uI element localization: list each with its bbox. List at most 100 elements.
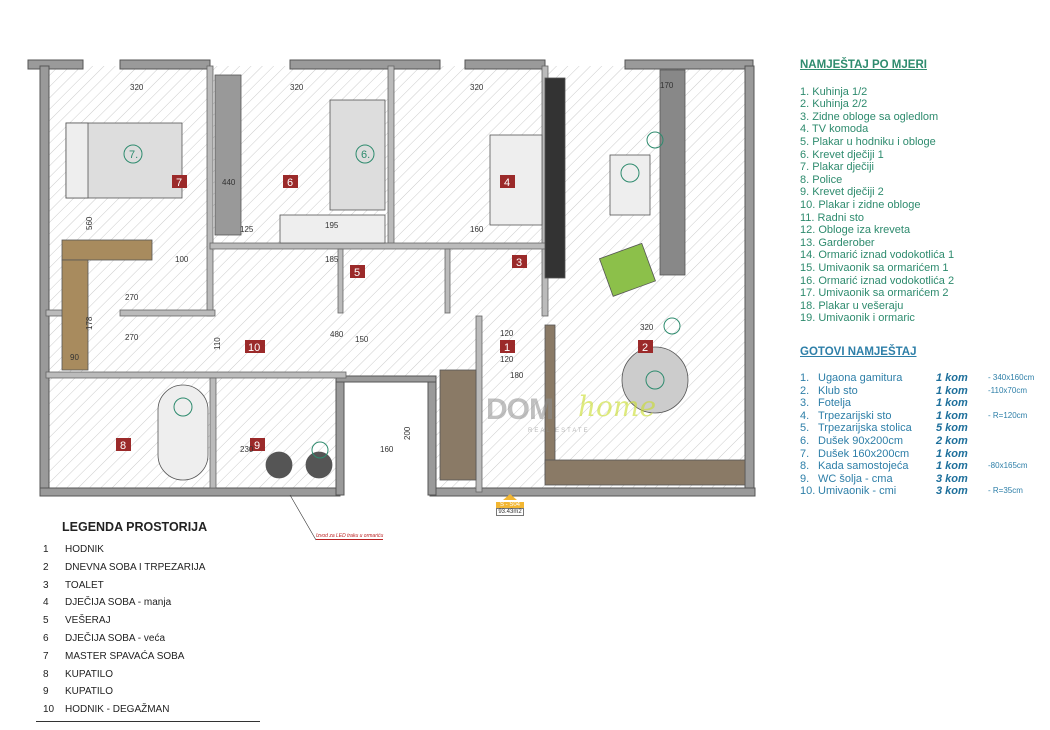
- marker-6: 6.: [361, 149, 370, 161]
- wardrobe-10: [214, 74, 242, 236]
- custom-furniture-item: 17. Umivaonik sa ormarićem 2: [800, 287, 949, 300]
- watermark-logo: DOM: [486, 393, 554, 426]
- ready-furniture-item: 1. Ugaona gamitura 1 kom - 340x160cm: [800, 372, 1034, 385]
- dimension-label: 320: [290, 83, 304, 92]
- room-badge-8: 8: [120, 440, 126, 452]
- ready-furniture-n: 3.: [800, 397, 810, 410]
- dimension-label: 320: [470, 83, 484, 92]
- dimension-label: 160: [380, 445, 394, 454]
- legend-room: 3 TOALET: [40, 577, 207, 595]
- dimension-label: 120: [500, 329, 514, 338]
- coffee-table: [609, 154, 651, 216]
- ready-furniture-n: 6.: [800, 434, 810, 447]
- ready-furniture-qty: 3 kom: [936, 485, 968, 498]
- dimension-label: 440: [222, 178, 236, 187]
- legend-room-number: 7: [43, 650, 49, 662]
- ready-furniture-name: Fotelja: [818, 397, 852, 410]
- custom-furniture-item: 2. Kuhinja 2/2: [800, 98, 868, 111]
- dimension-label: 200: [403, 426, 412, 440]
- ready-furniture-name: Umivaonik - cmi: [818, 485, 897, 498]
- custom-furniture-title: NAMJEŠTAJ PO MJERI: [800, 59, 927, 71]
- child-bed-6: [489, 134, 543, 226]
- dimension-label: 160: [470, 225, 484, 234]
- area-value: 93.43m2: [496, 508, 524, 516]
- ready-furniture-n: 7.: [800, 447, 810, 460]
- desk: [279, 214, 386, 244]
- custom-furniture-item: 5. Plakar u hodniku i obloge: [800, 135, 936, 148]
- watermark-script: home: [578, 390, 657, 423]
- sink-2: [305, 451, 333, 479]
- armchair: [598, 242, 656, 297]
- ready-furniture-n: 10.: [800, 485, 816, 498]
- marker-7: 7.: [129, 149, 138, 161]
- legend-room-name: TOALET: [65, 579, 104, 591]
- child-bed-9: [329, 99, 386, 211]
- dimension-label: 120: [500, 355, 514, 364]
- custom-furniture-item: 11. Radni sto: [800, 211, 865, 224]
- ready-furniture-qty: 1 kom: [936, 372, 968, 384]
- ready-furniture-name: Ugaona gamitura: [818, 372, 903, 384]
- stairwell-void: [340, 380, 430, 495]
- bathtub: [157, 384, 209, 481]
- custom-furniture-item: 8. Police: [800, 173, 843, 186]
- dimension-label: 195: [325, 221, 339, 230]
- dimensions: 320 320 320 320 440 270 125 100 270 180 …: [70, 81, 674, 454]
- legend-room-number: 6: [43, 632, 49, 644]
- dimension-label: 170: [660, 81, 674, 90]
- ready-furniture-qty: 1 kom: [936, 384, 968, 397]
- dimension-label: 185: [325, 255, 339, 264]
- ready-furniture-dim: -80x165cm: [988, 461, 1028, 471]
- ready-furniture-n: 9.: [800, 472, 810, 485]
- dimension-label: 270: [125, 333, 139, 342]
- room-badges: 7 6 4 2 1 3 5 8 9 10: [116, 175, 653, 452]
- ready-furniture-dim: - 340x160cm: [988, 373, 1035, 382]
- room-badge-1: 1: [504, 342, 510, 354]
- custom-furniture-item: 13. Garderober: [800, 236, 875, 249]
- room-badge-6: 6: [287, 177, 293, 189]
- ready-furniture-n: 8.: [800, 460, 810, 473]
- dimension-label: 480: [330, 330, 344, 339]
- legend-room-number: 2: [43, 561, 49, 573]
- dimension-label: 320: [640, 323, 654, 332]
- wardrobe-13-side: [61, 259, 89, 371]
- wardrobe-13: [61, 239, 153, 261]
- custom-furniture-item: 9. Krevet dječiji 2: [800, 186, 884, 199]
- dimension-label: 150: [355, 335, 369, 344]
- dimension-label: 90: [70, 353, 79, 362]
- ready-furniture-n: 5.: [800, 422, 810, 435]
- furniture: [61, 69, 746, 486]
- ready-furniture-n: 1.: [800, 372, 810, 384]
- legend-room-name: KUPATILO: [65, 668, 113, 680]
- legend-title: LEGENDA PROSTORIJA: [62, 520, 208, 534]
- ready-furniture-name: Dušek 90x200cm: [818, 434, 903, 447]
- watermark-sub: REAL ESTATE: [528, 428, 590, 434]
- tv-unit: [544, 77, 566, 279]
- legend-room-number: 5: [43, 615, 49, 627]
- ready-furniture-markers: 7. 6.: [123, 131, 681, 459]
- dimension-label: 180: [510, 371, 524, 380]
- custom-furniture-item: 19. Umivaonik i ormaric: [800, 312, 915, 325]
- legend-room-number: 10: [43, 704, 55, 716]
- ready-furniture-name: Dušek 160x200cm: [818, 447, 910, 460]
- dimension-label: 110: [213, 337, 222, 350]
- annotation-leader: [289, 494, 317, 541]
- legend-divider: [36, 721, 260, 722]
- dimension-label: 100: [175, 255, 189, 264]
- legend-room-number: 3: [43, 579, 49, 591]
